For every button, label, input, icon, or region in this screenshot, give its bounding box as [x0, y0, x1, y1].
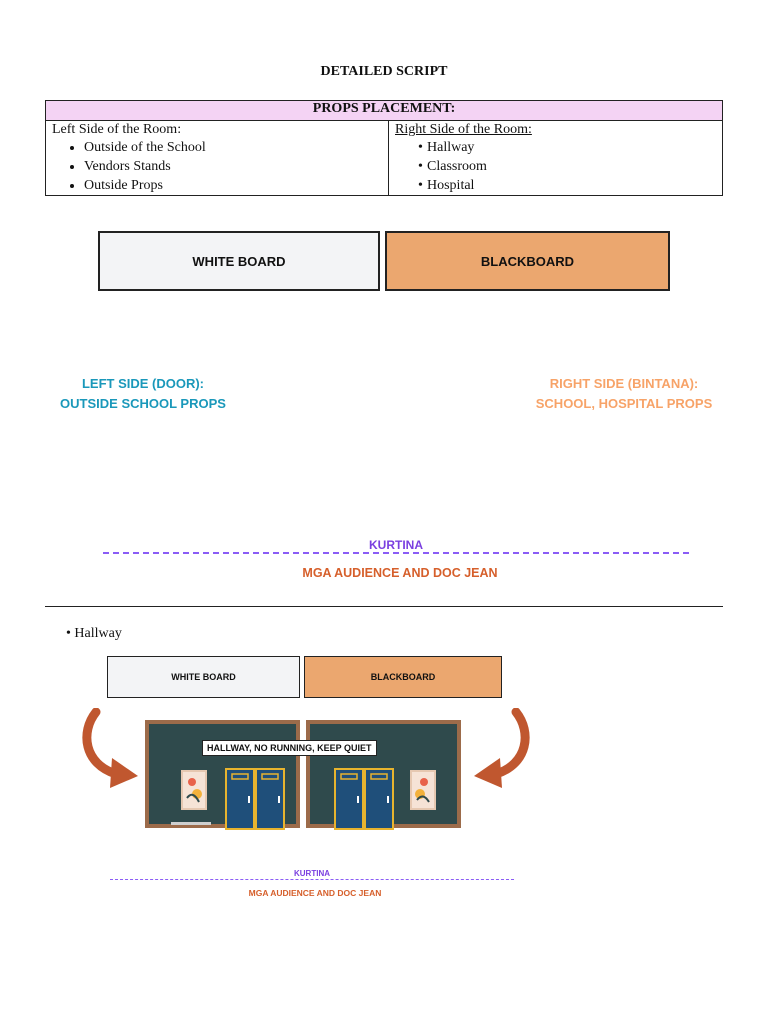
white-board-label: WHITE BOARD [192, 253, 286, 269]
hallway-bullet-text: Hallway [74, 626, 122, 641]
list-item: Hospital [418, 176, 716, 195]
hallway-sign: HALLWAY, NO RUNNING, KEEP QUIET [202, 740, 377, 756]
curtain-line-small [110, 879, 514, 880]
blackboard-small: BLACKBOARD [304, 656, 502, 698]
right-side-cell: Right Side of the Room: Hallway Classroo… [388, 120, 723, 196]
right-side-label: RIGHT SIDE (BINTANA): [549, 376, 699, 391]
kurtina-label: KURTINA [369, 538, 423, 552]
page-title: DETAILED SCRIPT [320, 64, 448, 79]
list-item: Classroom [418, 157, 716, 176]
poster-left [181, 770, 207, 810]
locker-icon [334, 768, 394, 830]
audience-label: MGA AUDIENCE AND DOC JEAN [302, 566, 498, 580]
white-board: WHITE BOARD [98, 231, 380, 291]
white-board-small: WHITE BOARD [107, 656, 300, 698]
chalk-ledge [171, 822, 211, 825]
hallway-panel-left [145, 720, 300, 830]
left-side-label: LEFT SIDE (DOOR): [81, 376, 205, 391]
list-item: Vendors Stands [84, 157, 382, 176]
left-side-note: LEFT SIDE (DOOR): OUTSIDE SCHOOL PROPS [40, 374, 246, 414]
list-item: Hallway [418, 138, 716, 157]
poster-art-icon [415, 778, 430, 803]
hallway-panel-right [306, 720, 461, 830]
list-item: Outside of the School [84, 138, 382, 157]
poster-art-icon [186, 778, 202, 803]
table-header: PROPS PLACEMENT: [45, 100, 723, 121]
right-side-heading: Right Side of the Room: [395, 122, 532, 137]
section-divider [45, 606, 723, 607]
blackboard-label: BLACKBOARD [480, 253, 575, 269]
left-side-cell: Left Side of the Room: Outside of the Sc… [45, 120, 389, 196]
hallway-bullet: • Hallway [66, 626, 122, 641]
blackboard: BLACKBOARD [385, 231, 670, 291]
list-item: Outside Props [84, 176, 382, 195]
kurtina-label-small: KURTINA [294, 869, 330, 878]
right-side-note: RIGHT SIDE (BINTANA): SCHOOL, HOSPITAL P… [514, 374, 734, 414]
props-placement-table: PROPS PLACEMENT: Left Side of the Room: … [45, 100, 723, 196]
blackboard-small-label: BLACKBOARD [370, 672, 436, 682]
locker-icon [225, 768, 285, 830]
poster-right [410, 770, 436, 810]
curved-arrow-right-icon [82, 708, 138, 788]
curved-arrow-left-icon [474, 708, 530, 788]
audience-label-small: MGA AUDIENCE AND DOC JEAN [248, 888, 382, 898]
curtain-line [103, 552, 689, 554]
right-side-props: SCHOOL, HOSPITAL PROPS [535, 396, 713, 411]
left-side-props: OUTSIDE SCHOOL PROPS [60, 396, 226, 411]
white-board-small-label: WHITE BOARD [171, 672, 236, 682]
left-side-heading: Left Side of the Room: [52, 122, 182, 137]
